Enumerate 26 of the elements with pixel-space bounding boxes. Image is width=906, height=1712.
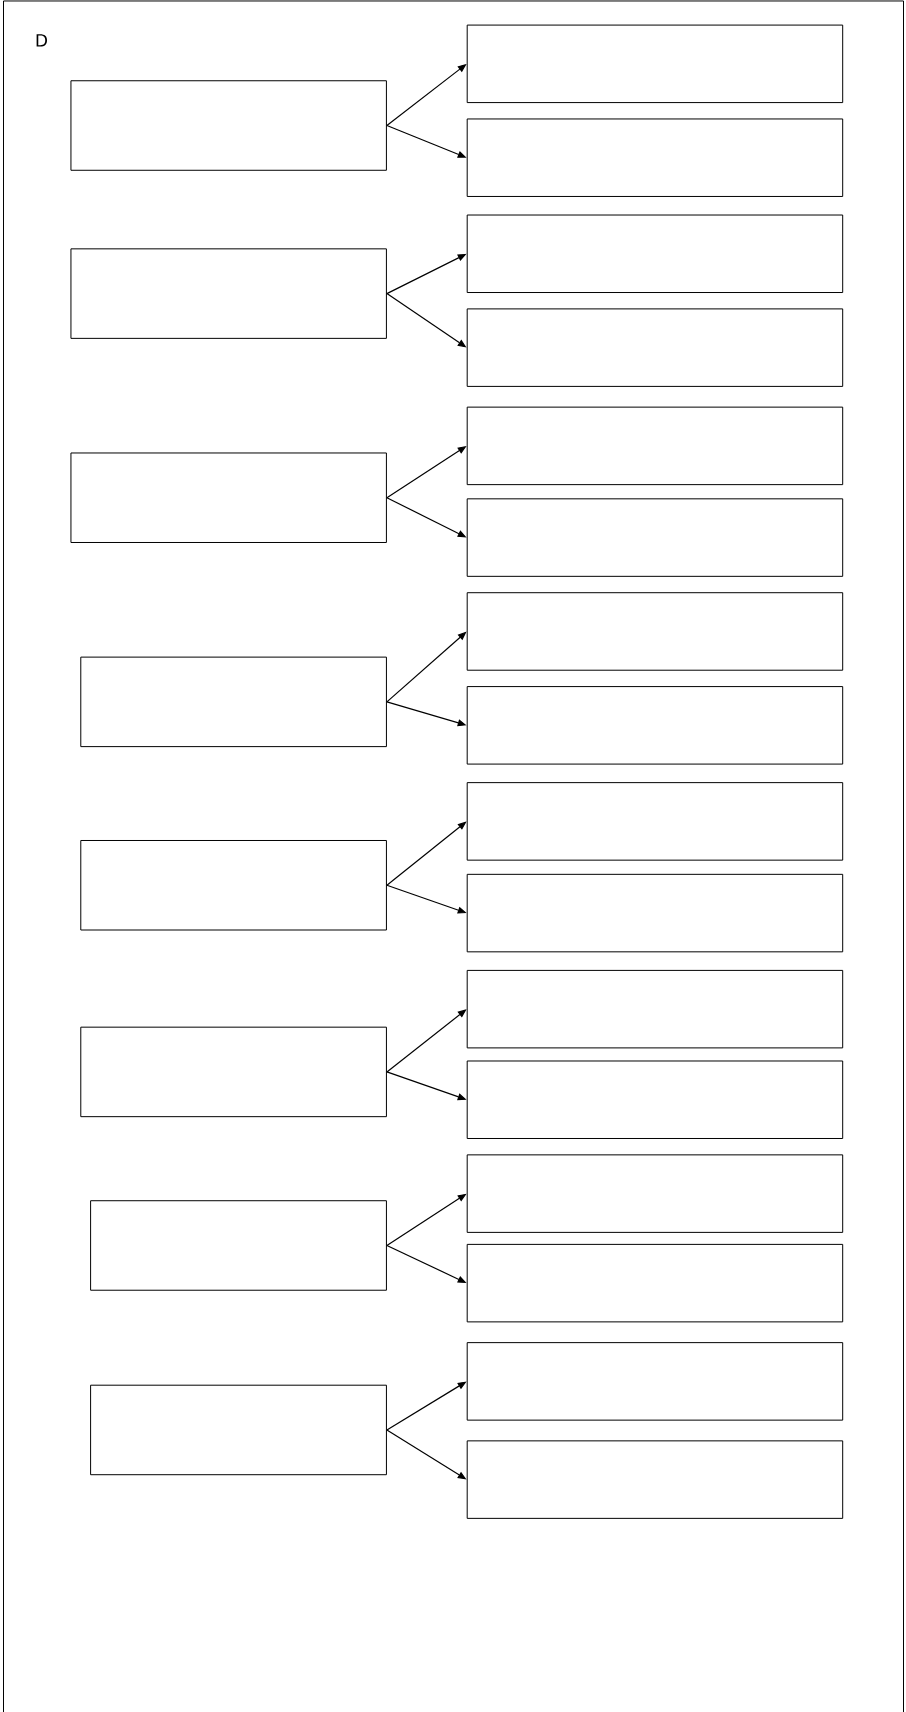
empty-box — [466, 498, 844, 577]
empty-box — [466, 406, 844, 486]
empty-box — [466, 308, 844, 387]
empty-box — [80, 656, 387, 748]
empty-box — [466, 1060, 844, 1139]
empty-box — [80, 840, 387, 931]
empty-box — [70, 248, 387, 339]
empty-box — [466, 969, 844, 1049]
empty-box — [466, 873, 844, 953]
arrow — [386, 631, 467, 703]
panel-letter: D — [36, 34, 47, 47]
empty-box — [466, 1243, 844, 1323]
empty-box — [466, 592, 844, 671]
empty-box — [466, 24, 844, 104]
empty-box — [90, 1200, 387, 1291]
empty-box — [80, 1026, 387, 1118]
empty-box — [70, 80, 387, 171]
empty-box — [466, 782, 844, 861]
empty-box — [466, 1342, 844, 1421]
empty-box — [466, 1154, 844, 1233]
empty-box — [466, 686, 844, 765]
empty-box — [466, 118, 844, 197]
empty-box — [466, 214, 844, 293]
empty-box — [70, 452, 387, 543]
empty-box — [90, 1384, 387, 1476]
empty-box — [466, 1440, 844, 1519]
